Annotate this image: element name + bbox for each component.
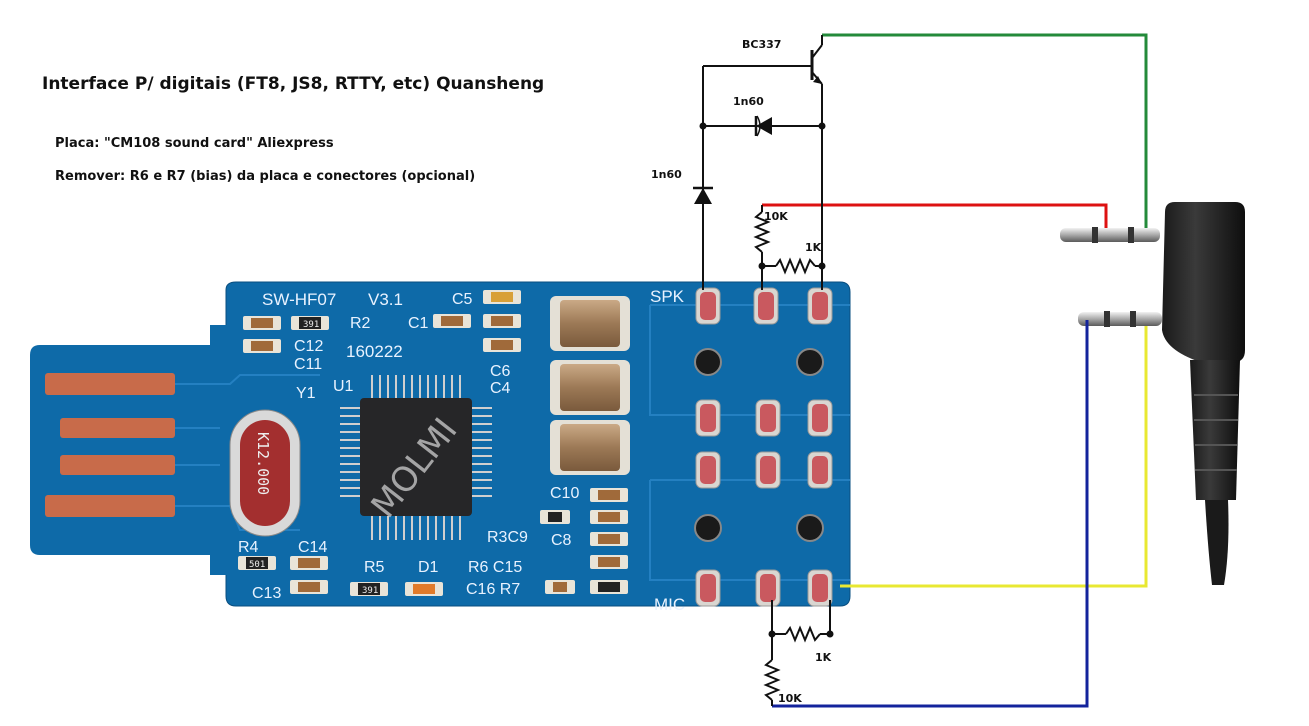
colored-wires <box>762 33 1148 708</box>
green-wire <box>822 33 1148 228</box>
silk-c10: C10 <box>550 485 579 502</box>
mic-label: MIC <box>654 595 685 614</box>
silk-r4: R4 <box>238 539 259 556</box>
diode-top-label: 1n60 <box>733 95 764 108</box>
silk-c4: C4 <box>490 380 511 397</box>
silk-d1: D1 <box>418 559 439 576</box>
chip-designator: U1 <box>333 378 354 395</box>
silk-r5: R5 <box>364 559 385 576</box>
silk-c11: C11 <box>294 356 322 373</box>
usb-contact-4 <box>45 495 175 517</box>
silk-c12: C12 <box>294 338 323 355</box>
crystal-designator: Y1 <box>296 385 316 402</box>
resistor-mark-391b: 391 <box>362 586 378 596</box>
yellow-wire <box>840 326 1148 588</box>
crystal-frequency-mark: K12.000 <box>254 432 272 495</box>
resistor-spk-10k-label: 10K <box>764 210 788 223</box>
usb-contact-2 <box>60 418 175 438</box>
board-version-label: V3.1 <box>368 290 403 309</box>
usb-contact-3 <box>60 455 175 475</box>
silk-c6: C6 <box>490 363 511 380</box>
smd-components: 391 501 391 <box>238 290 628 596</box>
silk-r6c15: R6 C15 <box>468 559 522 576</box>
schematic-symbols <box>693 76 834 638</box>
cm108-chip: MOLMI <box>340 375 492 540</box>
crystal-oscillator: K12.000 <box>229 409 301 537</box>
silk-c13: C13 <box>252 585 281 602</box>
remove-note: Remover: R6 e R7 (bias) da placa e conec… <box>55 169 476 184</box>
usb-contact-1 <box>45 373 175 395</box>
silk-c8: C8 <box>551 532 572 549</box>
solder-pads <box>694 287 833 607</box>
silk-c5: C5 <box>452 291 473 308</box>
page-title: Interface P/ digitais (FT8, JS8, RTTY, e… <box>42 74 545 94</box>
diode-left-label: 1n60 <box>651 168 682 181</box>
silk-r2: R2 <box>350 315 371 332</box>
resistor-spk-1k-label: 1K <box>805 241 822 254</box>
resistor-mic-10k-label: 10K <box>778 692 802 705</box>
resistor-mark-391a: 391 <box>303 320 319 330</box>
silk-c16r7: C16 R7 <box>466 581 520 598</box>
tantalum-capacitors <box>550 296 630 475</box>
resistor-mic-1k-label: 1K <box>815 651 832 664</box>
resistor-mark-501: 501 <box>249 560 265 570</box>
usb-sound-card-board: SW-HF07 V3.1 160222 U1 Y1 SPK MIC C5 C1 … <box>30 281 851 614</box>
transistor-label: BC337 <box>742 38 781 51</box>
spk-label: SPK <box>650 287 685 306</box>
silk-c1: C1 <box>408 315 429 332</box>
board-note: Placa: "CM108 sound card" Aliexpress <box>55 136 334 151</box>
board-model-label: SW-HF07 <box>262 290 336 309</box>
board-date-label: 160222 <box>346 342 403 361</box>
schematic-lines <box>702 35 831 706</box>
diode-top-symbol <box>756 117 772 135</box>
diode-left-symbol <box>694 188 712 204</box>
kenwood-2pin-plug <box>1060 202 1245 585</box>
silk-c14: C14 <box>298 539 327 556</box>
red-wire <box>762 203 1108 228</box>
blue-wire <box>772 320 1089 708</box>
silk-r3c9: R3C9 <box>487 529 528 546</box>
